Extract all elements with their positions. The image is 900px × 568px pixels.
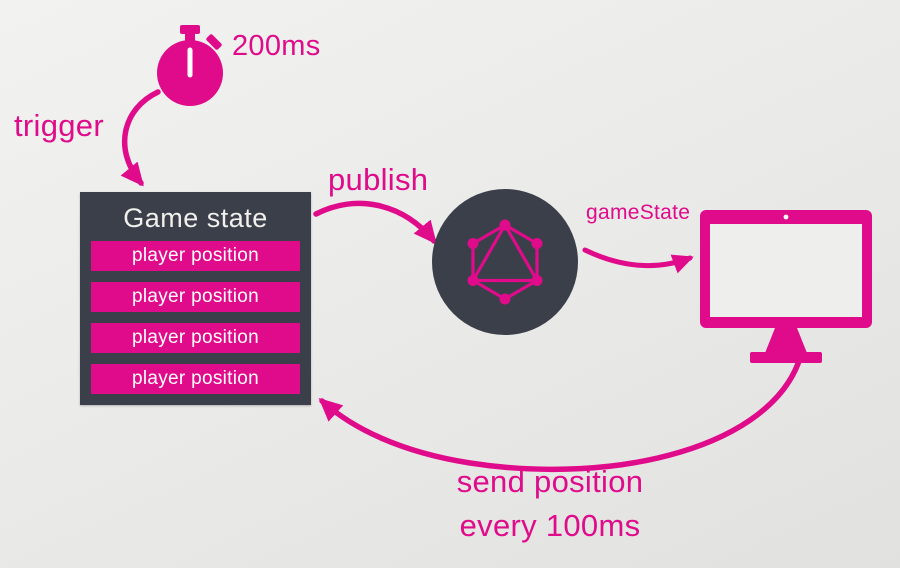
send-position-arrow [318,355,803,473]
trigger-label: trigger [14,108,104,143]
game-state-box: Game state player position player positi… [80,192,311,405]
publish-arrow [313,200,437,245]
graphql-logo-icon [432,189,578,335]
player-position-row: player position [91,241,300,271]
gamestate-arrow [582,247,694,274]
stopwatch-icon [157,25,223,106]
monitor-icon [700,210,872,363]
timer-duration-label: 200ms [232,30,321,62]
send-position-label-line1: send position [456,464,644,499]
publish-label: publish [328,162,429,197]
player-position-row: player position [91,364,300,394]
send-position-label-line2: every 100ms [459,508,641,543]
player-position-row: player position [91,282,300,312]
gamestate-event-label: gameState [586,201,691,224]
game-state-title: Game state [123,203,268,233]
trigger-arrow [120,89,161,187]
player-position-row: player position [91,323,300,353]
send-position-label: send position every 100ms [390,460,710,548]
